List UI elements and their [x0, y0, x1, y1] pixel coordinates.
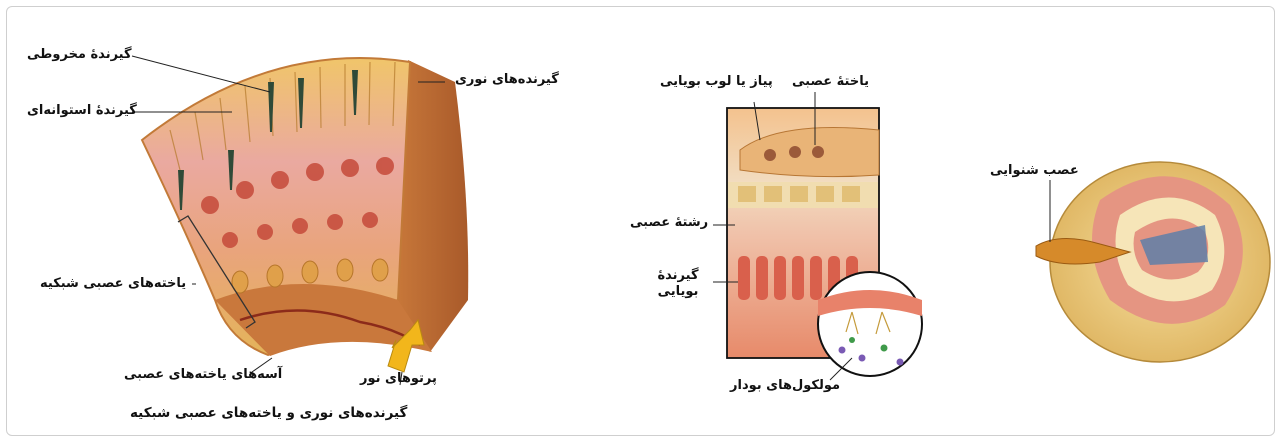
- magnifier-circle: [818, 272, 922, 376]
- label-retinal-neurons: یاخته‌های عصبی شبکیه: [40, 276, 186, 292]
- ear-diagram: [1036, 162, 1270, 362]
- label-nerve-fiber: رشتهٔ عصبی: [630, 215, 708, 231]
- label-auditory-nerve: عصب شنوایی: [990, 163, 1079, 179]
- label-olfactory-nerve-cell: یاختهٔ عصبی: [792, 74, 869, 90]
- label-olfactory-bulb: پیاز یا لوب بویایی: [660, 74, 773, 90]
- olfactory-diagram: [713, 92, 922, 380]
- label-odor-molecules: مولکول‌های بودار: [730, 378, 840, 394]
- label-rod-receptor: گیرندهٔ استوانه‌ای: [27, 103, 137, 119]
- retina-diagram: [132, 56, 468, 385]
- label-olfactory-receptor: گیرندهٔ بویایی: [650, 268, 706, 299]
- retina-caption: گیرنده‌های نوری و یاخته‌های عصبی شبکیه: [130, 405, 407, 421]
- label-light-rays: پرتوهای نور: [360, 371, 437, 387]
- label-neuron-axons: آسه‌های یاخته‌های عصبی: [124, 367, 282, 383]
- label-photoreceptors: گیرنده‌های نوری: [455, 72, 559, 88]
- label-cone-receptor: گیرندهٔ مخروطی: [27, 47, 132, 63]
